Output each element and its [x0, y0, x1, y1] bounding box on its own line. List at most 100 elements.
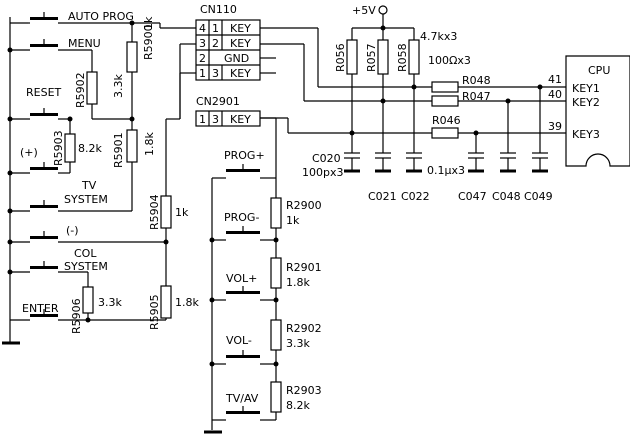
resistor-ref-r5902: R5902 — [74, 72, 87, 108]
switch-vol-plus[interactable] — [212, 286, 276, 301]
resistor-r2902 — [270, 319, 282, 351]
resistor-ref-r046: R046 — [432, 114, 461, 127]
switch-label-auto-prog: AUTO PROG — [68, 10, 134, 23]
switch-reset[interactable] — [10, 108, 70, 120]
resistor-r5904 — [160, 195, 172, 229]
switch-tv-av[interactable] — [212, 406, 277, 421]
switch-label-system: SYSTEM — [64, 193, 108, 206]
cn110-pin-4: 1 — [212, 22, 219, 35]
filter-caps: C047 C048 C049 0.1μx3 — [427, 84, 553, 203]
switch-tv-system[interactable] — [10, 200, 132, 212]
switch-label-vol-minus: VOL- — [226, 334, 252, 347]
switch-prog-plus[interactable] — [212, 164, 276, 179]
cn110-pin-3: 2 — [212, 37, 219, 50]
vcc-terminal — [378, 5, 388, 15]
cap-c020-ref: C020 — [312, 152, 341, 165]
resistor-val-r2902: 3.3k — [286, 337, 310, 350]
pullup-network: +5V R056 R057 R058 4.7kx3 C020 100px3 — [302, 4, 457, 203]
cpu-pin-39: 39 — [548, 120, 562, 133]
switch-label-menu: MENU — [68, 37, 101, 50]
cn110-num-2: 2 — [199, 52, 206, 65]
cpu-pin-41: 41 — [548, 73, 562, 86]
resistor-r5903 — [64, 133, 76, 163]
supply-label: +5V — [352, 4, 376, 17]
resistor-ref-r2901: R2901 — [286, 261, 322, 274]
switch-label-tv-av: TV/AV — [225, 392, 259, 405]
cn110-pin-1: 3 — [212, 67, 219, 80]
resistor-ref-r2903: R2903 — [286, 384, 322, 397]
connector-cn110: CN110 4 1 KEY 3 2 KEY 2 GND 1 3 KEY — [179, 3, 432, 119]
cpu-pin-label-key1: KEY1 — [572, 82, 600, 95]
cpu-pin-label-key2: KEY2 — [572, 96, 600, 109]
cap-c048-ref: C048 — [492, 190, 521, 203]
series-value: 100Ωx3 — [428, 54, 471, 67]
resistor-ref-r047: R047 — [462, 90, 491, 103]
resistor-ref-r058: R058 — [396, 43, 409, 72]
switch-label-tv: TV — [81, 179, 97, 192]
resistor-r5902 — [86, 71, 98, 105]
series-resistors: 100Ωx3 R048 R047 R046 — [428, 54, 566, 139]
resistor-r2900 — [270, 197, 282, 229]
resistor-val-r2900: 1k — [286, 214, 300, 227]
switch-vol-minus[interactable] — [212, 350, 276, 365]
cap-c022-ref: C022 — [401, 190, 430, 203]
cpu-pin-40: 40 — [548, 88, 562, 101]
resistor-val-r5904: 1k — [175, 206, 189, 219]
switch-label-reset: RESET — [26, 86, 62, 99]
resistor-val-r2901: 1.8k — [286, 276, 310, 289]
cn2901-label-1: KEY — [230, 113, 251, 126]
resistor-ref-r5904: R5904 — [148, 194, 161, 230]
resistor-r2903 — [270, 381, 282, 413]
resistor-val-r2903: 8.2k — [286, 399, 310, 412]
cn110-label-2: GND — [224, 52, 249, 65]
resistor-ref-r5903: R5903 — [52, 130, 65, 166]
connector-cn2901-name: CN2901 — [196, 95, 240, 108]
cn2901-num-1: 1 — [199, 113, 206, 126]
switch-prog-minus[interactable] — [212, 226, 276, 241]
resistor-r5900 — [126, 41, 138, 73]
switch-label-col: COL — [74, 247, 97, 260]
cn2901-pin-1: 3 — [212, 113, 219, 126]
resistor-ref-r5906: R5906 — [70, 298, 83, 334]
resistor-val-r5901: 1.8k — [143, 132, 156, 156]
resistor-r057 — [377, 39, 389, 75]
connector-cn2901: CN2901 1 3 KEY — [195, 95, 432, 190]
pullup-value: 4.7kx3 — [420, 30, 457, 43]
resistor-ref-r2900: R2900 — [286, 199, 322, 212]
cn110-label-3: KEY — [230, 37, 251, 50]
resistor-r5906 — [82, 286, 94, 314]
resistor-r048 — [431, 81, 459, 93]
resistor-val-r5902: 3.3k — [112, 74, 125, 98]
switch-col-system[interactable] — [10, 261, 89, 287]
resistor-r058 — [408, 39, 420, 75]
switch-label-minus: (-) — [66, 224, 79, 237]
connector-cn110-name: CN110 — [200, 3, 237, 16]
resistor-ref-r5900: R5900 — [142, 24, 155, 60]
cn110-label-4: KEY — [230, 22, 251, 35]
resistor-ref-r057: R057 — [365, 43, 378, 72]
cpu-title: CPU — [588, 64, 610, 77]
cap-c047-ref: C047 — [458, 190, 487, 203]
resistor-r5901 — [126, 129, 138, 163]
cn110-num-4: 4 — [199, 22, 206, 35]
switch-label-enter: ENTER — [22, 302, 59, 315]
switch-plus[interactable] — [10, 162, 70, 174]
right-key-panel: PROG+ R2900 1k PROG- R2901 1.8k VOL+ R29… — [204, 149, 322, 434]
resistor-r056 — [346, 39, 358, 75]
resistor-ref-r048: R048 — [462, 74, 491, 87]
cn110-num-1: 1 — [199, 67, 206, 80]
switch-menu[interactable] — [10, 39, 93, 72]
cpu-pin-label-key3: KEY3 — [572, 128, 600, 141]
switch-label-plus: (+) — [20, 146, 38, 159]
switch-auto-prog[interactable] — [10, 12, 160, 24]
switch-label-prog-minus: PROG- — [224, 211, 259, 224]
switch-enter[interactable] — [10, 309, 166, 321]
resistor-r046 — [431, 127, 459, 139]
resistor-val-r5903: 8.2k — [78, 142, 102, 155]
switch-label-col-system: SYSTEM — [64, 260, 108, 273]
resistor-ref-r2902: R2902 — [286, 322, 322, 335]
switch-minus[interactable] — [10, 231, 166, 243]
cap-c020-value: 100px3 — [302, 166, 344, 179]
switch-label-prog-plus: PROG+ — [224, 149, 265, 162]
resistor-val-r5900: 1k — [142, 16, 155, 30]
